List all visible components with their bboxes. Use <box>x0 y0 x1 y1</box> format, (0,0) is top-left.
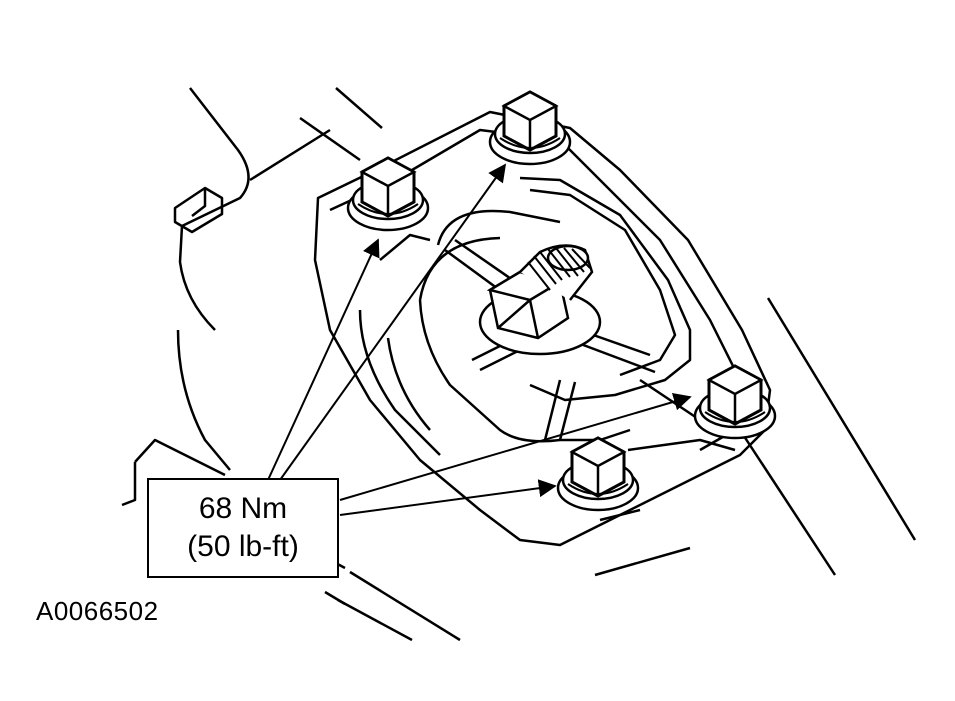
bolt-lower-center <box>556 436 640 512</box>
torque-callout: 68 Nm (50 lb-ft) <box>147 478 339 578</box>
center-stud <box>478 244 602 356</box>
leader-arrows <box>267 163 692 516</box>
torque-metric-label: 68 Nm <box>198 492 288 525</box>
mount-bracket <box>313 110 772 547</box>
leader-arrow-lower-right <box>339 392 692 501</box>
torque-imperial-label: (50 lb-ft) <box>187 530 299 563</box>
leader-arrow-lower-center <box>339 479 557 516</box>
figure-id-label: A0066502 <box>36 596 159 626</box>
leader-arrow-upper-left <box>267 238 380 481</box>
leader-arrow-upper-right <box>279 163 507 481</box>
background-structure <box>121 87 917 642</box>
bolt-upper-right <box>488 90 572 166</box>
